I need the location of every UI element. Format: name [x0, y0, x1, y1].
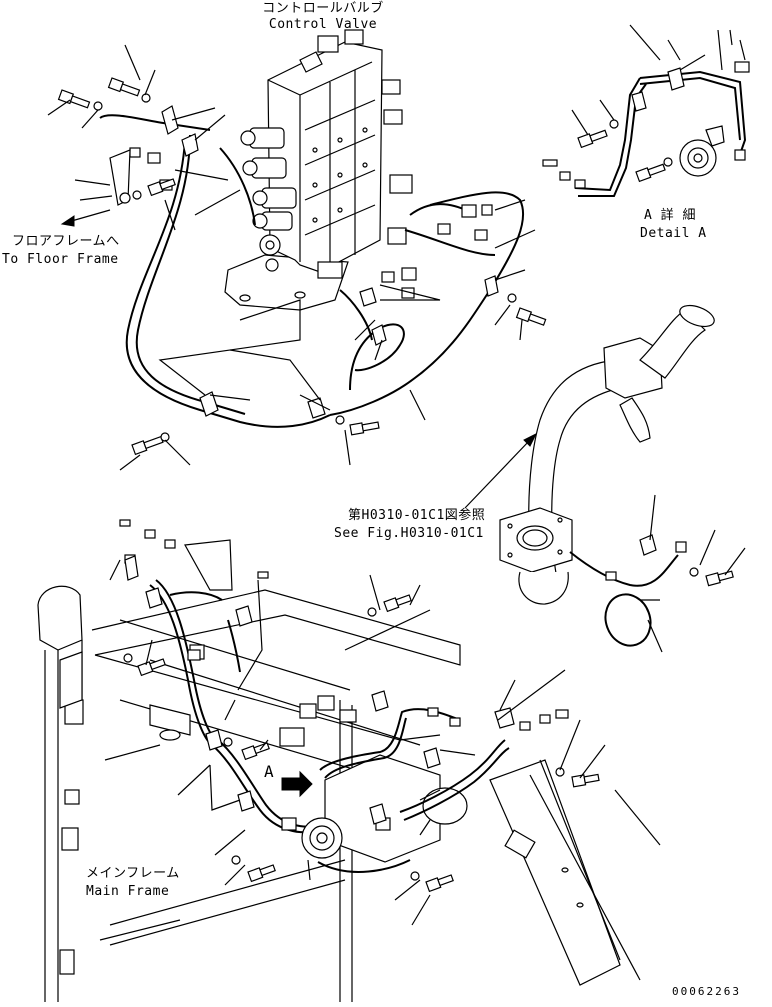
upper-fasteners — [57, 77, 547, 456]
exhaust-pipe — [464, 304, 746, 653]
control-valve — [224, 29, 413, 311]
floor-frame-label-ja: フロアフレームへ — [12, 234, 120, 249]
detail-a — [542, 24, 750, 197]
detail-a-label-en: Detail A — [640, 226, 707, 241]
upper-leader-lines — [47, 44, 536, 471]
control-valve-label-en: Control Valve — [268, 17, 378, 32]
see-fig-label-en: See Fig.H0310-01C1 — [334, 526, 484, 541]
control-valve-label-ja: コントロールバルブ — [262, 1, 384, 16]
view-marker-a: A — [264, 762, 275, 781]
see-fig-label-ja: 第H0310-01C1図参照 — [348, 508, 486, 523]
main-frame-label-ja: メインフレーム — [86, 866, 180, 881]
detail-a-label-ja: A 詳 細 — [644, 208, 696, 223]
drawing-number: 00062263 — [672, 985, 741, 998]
floor-frame-label-en: To Floor Frame — [2, 252, 119, 267]
lower-harness — [109, 519, 606, 926]
main-frame — [37, 539, 661, 1002]
upper-harness — [99, 105, 525, 428]
main-frame-label-en: Main Frame — [86, 884, 170, 899]
